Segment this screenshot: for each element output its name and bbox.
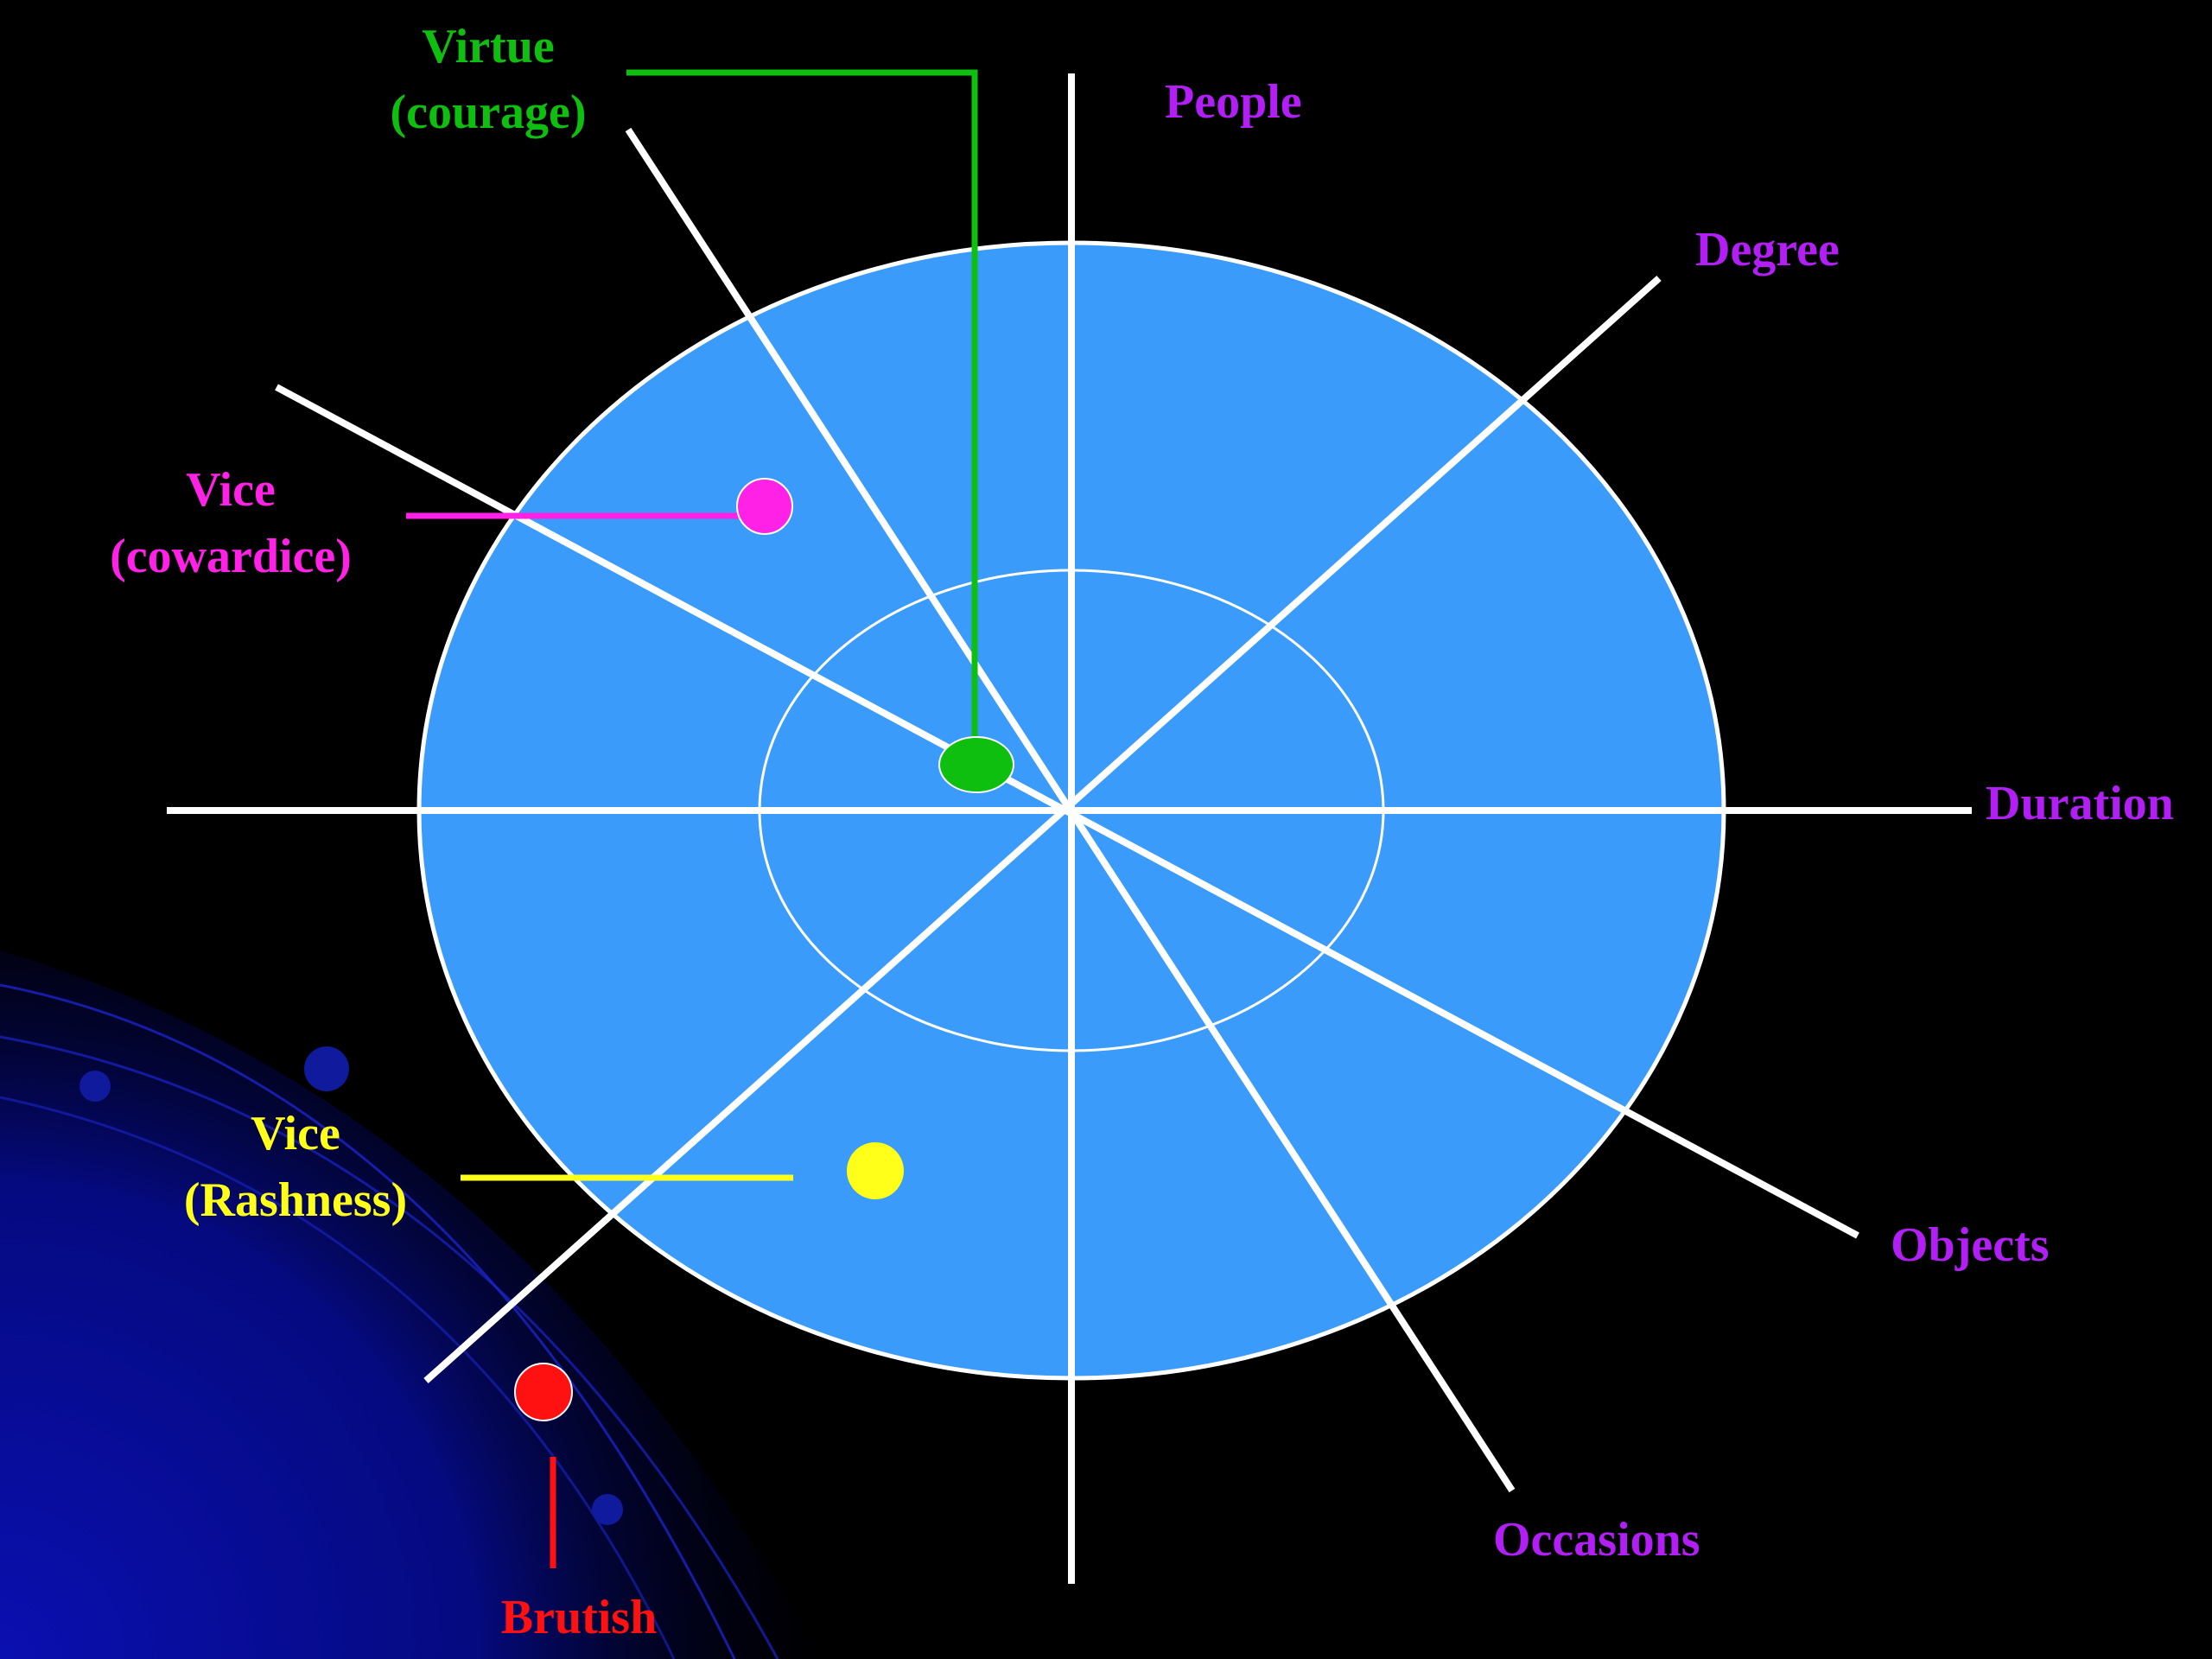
cowardice-label-line2: (cowardice): [110, 530, 352, 583]
axis-degree: [423, 276, 1662, 1383]
rashness-label-line2: (Rashness): [184, 1173, 407, 1227]
corner-decoration: [0, 950, 821, 1659]
virtue-leader: [626, 69, 978, 765]
axis-objects: [275, 384, 1859, 1239]
rashness-dot: [847, 1142, 904, 1199]
cowardice-label-line1: Vice: [186, 463, 276, 517]
label-occasions: Occasions: [1493, 1513, 1700, 1567]
leader-lines: [406, 69, 978, 1568]
virtue-label-line2: (courage): [390, 86, 586, 139]
brutish-label: Brutish: [501, 1591, 658, 1644]
brutish-dot: [514, 1363, 573, 1421]
virtue-label-line1: Virtue: [422, 20, 554, 73]
label-duration: Duration: [1986, 777, 2174, 830]
rashness-label-line1: Vice: [251, 1107, 340, 1160]
dimension-axes: [167, 73, 1972, 1584]
label-people: People: [1165, 75, 1302, 129]
virtue-dot: [938, 736, 1014, 793]
cowardice-dot: [736, 478, 793, 535]
label-objects: Objects: [1891, 1218, 2050, 1272]
label-degree: Degree: [1695, 223, 1840, 276]
